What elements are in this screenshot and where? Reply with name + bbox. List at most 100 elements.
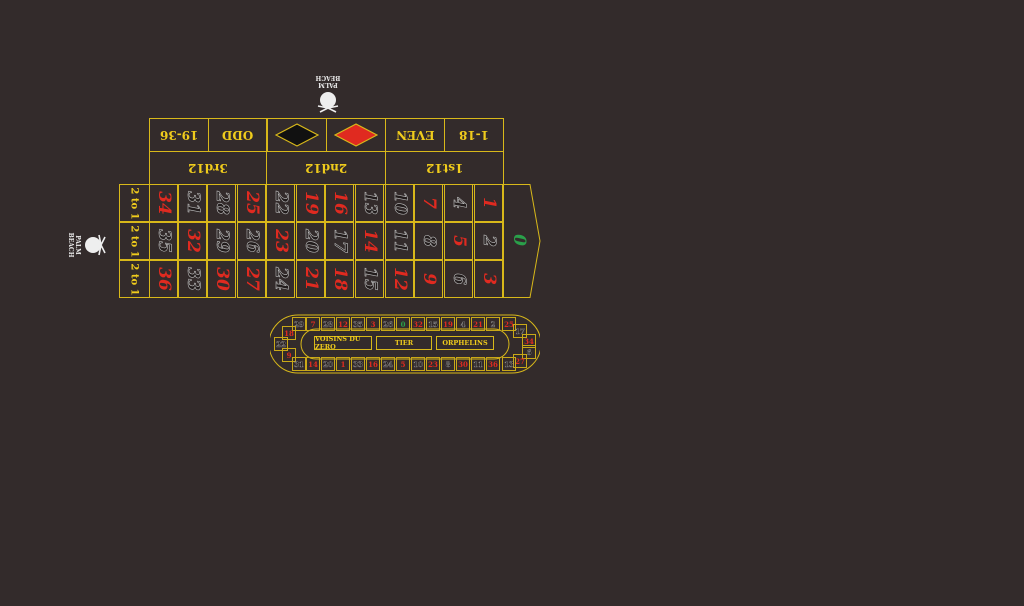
bet-dozen-2[interactable]: 2nd12 bbox=[266, 151, 386, 185]
racetrack-number[interactable]: 28 bbox=[321, 317, 335, 331]
number-cell[interactable]: 31 bbox=[178, 184, 207, 222]
number-cell[interactable]: 4 bbox=[444, 184, 473, 222]
black-diamond-icon bbox=[275, 123, 319, 147]
bet-even[interactable]: EVEN bbox=[385, 118, 445, 152]
racetrack-number[interactable]: 34 bbox=[522, 334, 536, 348]
number-cell[interactable]: 6 bbox=[444, 260, 473, 298]
racetrack-number[interactable]: 16 bbox=[366, 357, 380, 371]
number-cell[interactable]: 26 bbox=[237, 222, 266, 260]
racetrack-number[interactable]: 15 bbox=[426, 317, 440, 331]
racetrack-number[interactable]: 26 bbox=[381, 317, 395, 331]
racetrack-number[interactable]: 21 bbox=[471, 317, 485, 331]
number-cell[interactable]: 1 bbox=[474, 184, 503, 222]
number-cell[interactable]: 10 bbox=[385, 184, 414, 222]
number-cell[interactable]: 17 bbox=[325, 222, 354, 260]
racetrack-number[interactable]: 22 bbox=[274, 337, 288, 351]
number-cell[interactable]: 23 bbox=[266, 222, 295, 260]
number-cell[interactable]: 28 bbox=[207, 184, 236, 222]
bet-odd[interactable]: ODD bbox=[208, 118, 267, 152]
racetrack-number[interactable]: 36 bbox=[486, 357, 500, 371]
racetrack-number[interactable]: 18 bbox=[282, 326, 296, 340]
palm-beach-logo-left: PALM BEACH bbox=[67, 223, 107, 267]
bet-red[interactable] bbox=[326, 118, 386, 152]
number-cell[interactable]: 33 bbox=[178, 260, 207, 298]
palm-beach-logo-top: PALM BEACH bbox=[306, 74, 350, 114]
number-cell[interactable]: 15 bbox=[355, 260, 384, 298]
racetrack-number[interactable]: 29 bbox=[292, 317, 306, 331]
number-label: 15 bbox=[359, 267, 380, 291]
racetrack-number[interactable]: 13 bbox=[502, 357, 516, 371]
bet-high[interactable]: 19-36 bbox=[149, 118, 209, 152]
racetrack-number[interactable]: 32 bbox=[411, 317, 425, 331]
number-cell[interactable]: 5 bbox=[444, 222, 473, 260]
racetrack-number[interactable]: 4 bbox=[456, 317, 470, 331]
number-cell[interactable]: 20 bbox=[296, 222, 325, 260]
number-cell[interactable]: 22 bbox=[266, 184, 295, 222]
racetrack-number[interactable]: 3 bbox=[366, 317, 380, 331]
number-label: 20 bbox=[300, 229, 321, 253]
number-cell[interactable]: 27 bbox=[237, 260, 266, 298]
number-cell[interactable]: 30 bbox=[207, 260, 236, 298]
racetrack-number[interactable]: 12 bbox=[336, 317, 350, 331]
number-cell[interactable]: 14 bbox=[355, 222, 384, 260]
racetrack-number[interactable]: 33 bbox=[351, 357, 365, 371]
number-label: 10 bbox=[389, 191, 410, 215]
racetrack-number[interactable]: 6 bbox=[522, 345, 536, 359]
number-cell[interactable]: 3 bbox=[474, 260, 503, 298]
racetrack-number[interactable]: 31 bbox=[292, 357, 306, 371]
bet-column-bottom[interactable]: 2 to 1 bbox=[119, 260, 150, 298]
bet-dozen-3[interactable]: 3rd12 bbox=[149, 151, 267, 185]
number-cell[interactable]: 2 bbox=[474, 222, 503, 260]
red-diamond-icon bbox=[334, 123, 378, 147]
racetrack-number[interactable]: 35 bbox=[351, 317, 365, 331]
bet-black[interactable] bbox=[267, 118, 327, 152]
racetrack-number[interactable]: 24 bbox=[381, 357, 395, 371]
number-label: 18 bbox=[329, 267, 350, 291]
number-cell[interactable]: 9 bbox=[414, 260, 443, 298]
number-cell[interactable]: 25 bbox=[237, 184, 266, 222]
racetrack-number[interactable]: 1 bbox=[336, 357, 350, 371]
number-cell[interactable]: 34 bbox=[149, 184, 178, 222]
bet-tier[interactable]: TIER bbox=[376, 336, 432, 350]
racetrack-number[interactable]: 10 bbox=[411, 357, 425, 371]
number-cell[interactable]: 18 bbox=[325, 260, 354, 298]
racetrack-number[interactable]: 9 bbox=[282, 348, 296, 362]
number-cell[interactable]: 29 bbox=[207, 222, 236, 260]
racetrack-number[interactable]: 5 bbox=[396, 357, 410, 371]
bet-dozen-1[interactable]: 1st12 bbox=[385, 151, 504, 185]
number-label: 27 bbox=[241, 267, 262, 291]
racetrack-number[interactable]: 2 bbox=[486, 317, 500, 331]
bet-zero[interactable]: 0 bbox=[503, 184, 541, 298]
racetrack-number[interactable]: 14 bbox=[306, 357, 320, 371]
racetrack-number[interactable]: 20 bbox=[321, 357, 335, 371]
number-cell[interactable]: 35 bbox=[149, 222, 178, 260]
number-cell[interactable]: 13 bbox=[355, 184, 384, 222]
racetrack-number[interactable]: 27 bbox=[513, 354, 527, 368]
number-cell[interactable]: 12 bbox=[385, 260, 414, 298]
racetrack-number[interactable]: 8 bbox=[441, 357, 455, 371]
racetrack-number[interactable]: 0 bbox=[396, 317, 410, 331]
number-cell[interactable]: 19 bbox=[296, 184, 325, 222]
number-cell[interactable]: 24 bbox=[266, 260, 295, 298]
number-cell[interactable]: 11 bbox=[385, 222, 414, 260]
bet-column-middle[interactable]: 2 to 1 bbox=[119, 222, 150, 260]
racetrack-number[interactable]: 17 bbox=[513, 324, 527, 338]
bet-column-top[interactable]: 2 to 1 bbox=[119, 184, 150, 222]
bet-low[interactable]: 1-18 bbox=[444, 118, 504, 152]
racetrack-number[interactable]: 7 bbox=[306, 317, 320, 331]
number-cell[interactable]: 8 bbox=[414, 222, 443, 260]
racetrack-number[interactable]: 19 bbox=[441, 317, 455, 331]
number-label: 28 bbox=[211, 191, 232, 215]
racetrack-number[interactable]: 11 bbox=[471, 357, 485, 371]
number-cell[interactable]: 16 bbox=[325, 184, 354, 222]
number-cell[interactable]: 36 bbox=[149, 260, 178, 298]
number-cell[interactable]: 21 bbox=[296, 260, 325, 298]
number-cell[interactable]: 7 bbox=[414, 184, 443, 222]
number-label: 3 bbox=[478, 273, 499, 285]
number-cell[interactable]: 32 bbox=[178, 222, 207, 260]
bet-orphelins[interactable]: ORPHELINS bbox=[436, 336, 494, 350]
number-label: 30 bbox=[211, 267, 232, 291]
racetrack-number[interactable]: 30 bbox=[456, 357, 470, 371]
racetrack-number[interactable]: 23 bbox=[426, 357, 440, 371]
bet-voisins-du-zero[interactable]: VOISINS DU ZERO bbox=[314, 335, 372, 351]
